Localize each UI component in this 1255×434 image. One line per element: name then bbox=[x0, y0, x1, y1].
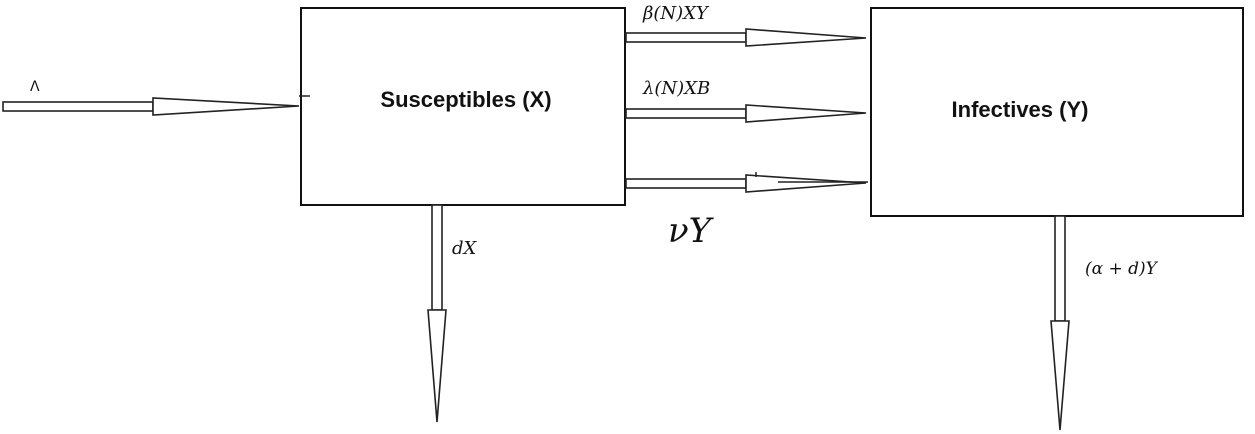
susceptibles-label: Susceptibles (X) bbox=[380, 87, 551, 112]
susceptibles-box bbox=[300, 7, 626, 206]
recruitment-arrow bbox=[2, 95, 310, 116]
infective-removal-label: (α + d)Y bbox=[1085, 259, 1159, 279]
infectives-box bbox=[870, 7, 1244, 217]
infective-removal-arrow bbox=[1050, 215, 1070, 431]
environment-infection-label: λ(N)XB bbox=[642, 78, 710, 99]
susceptible-death-arrow bbox=[427, 204, 447, 423]
contact-infection-arrow bbox=[625, 28, 867, 47]
contact-infection-label: β(N)XY bbox=[642, 3, 710, 24]
recovery-label: νY bbox=[668, 211, 715, 251]
environment-infection-arrow bbox=[625, 104, 867, 123]
recruitment-label: Λ bbox=[30, 79, 40, 95]
recovery-arrow bbox=[625, 172, 868, 193]
susceptible-death-label: dX bbox=[452, 238, 478, 259]
infectives-label: Infectives (Y) bbox=[952, 97, 1089, 122]
